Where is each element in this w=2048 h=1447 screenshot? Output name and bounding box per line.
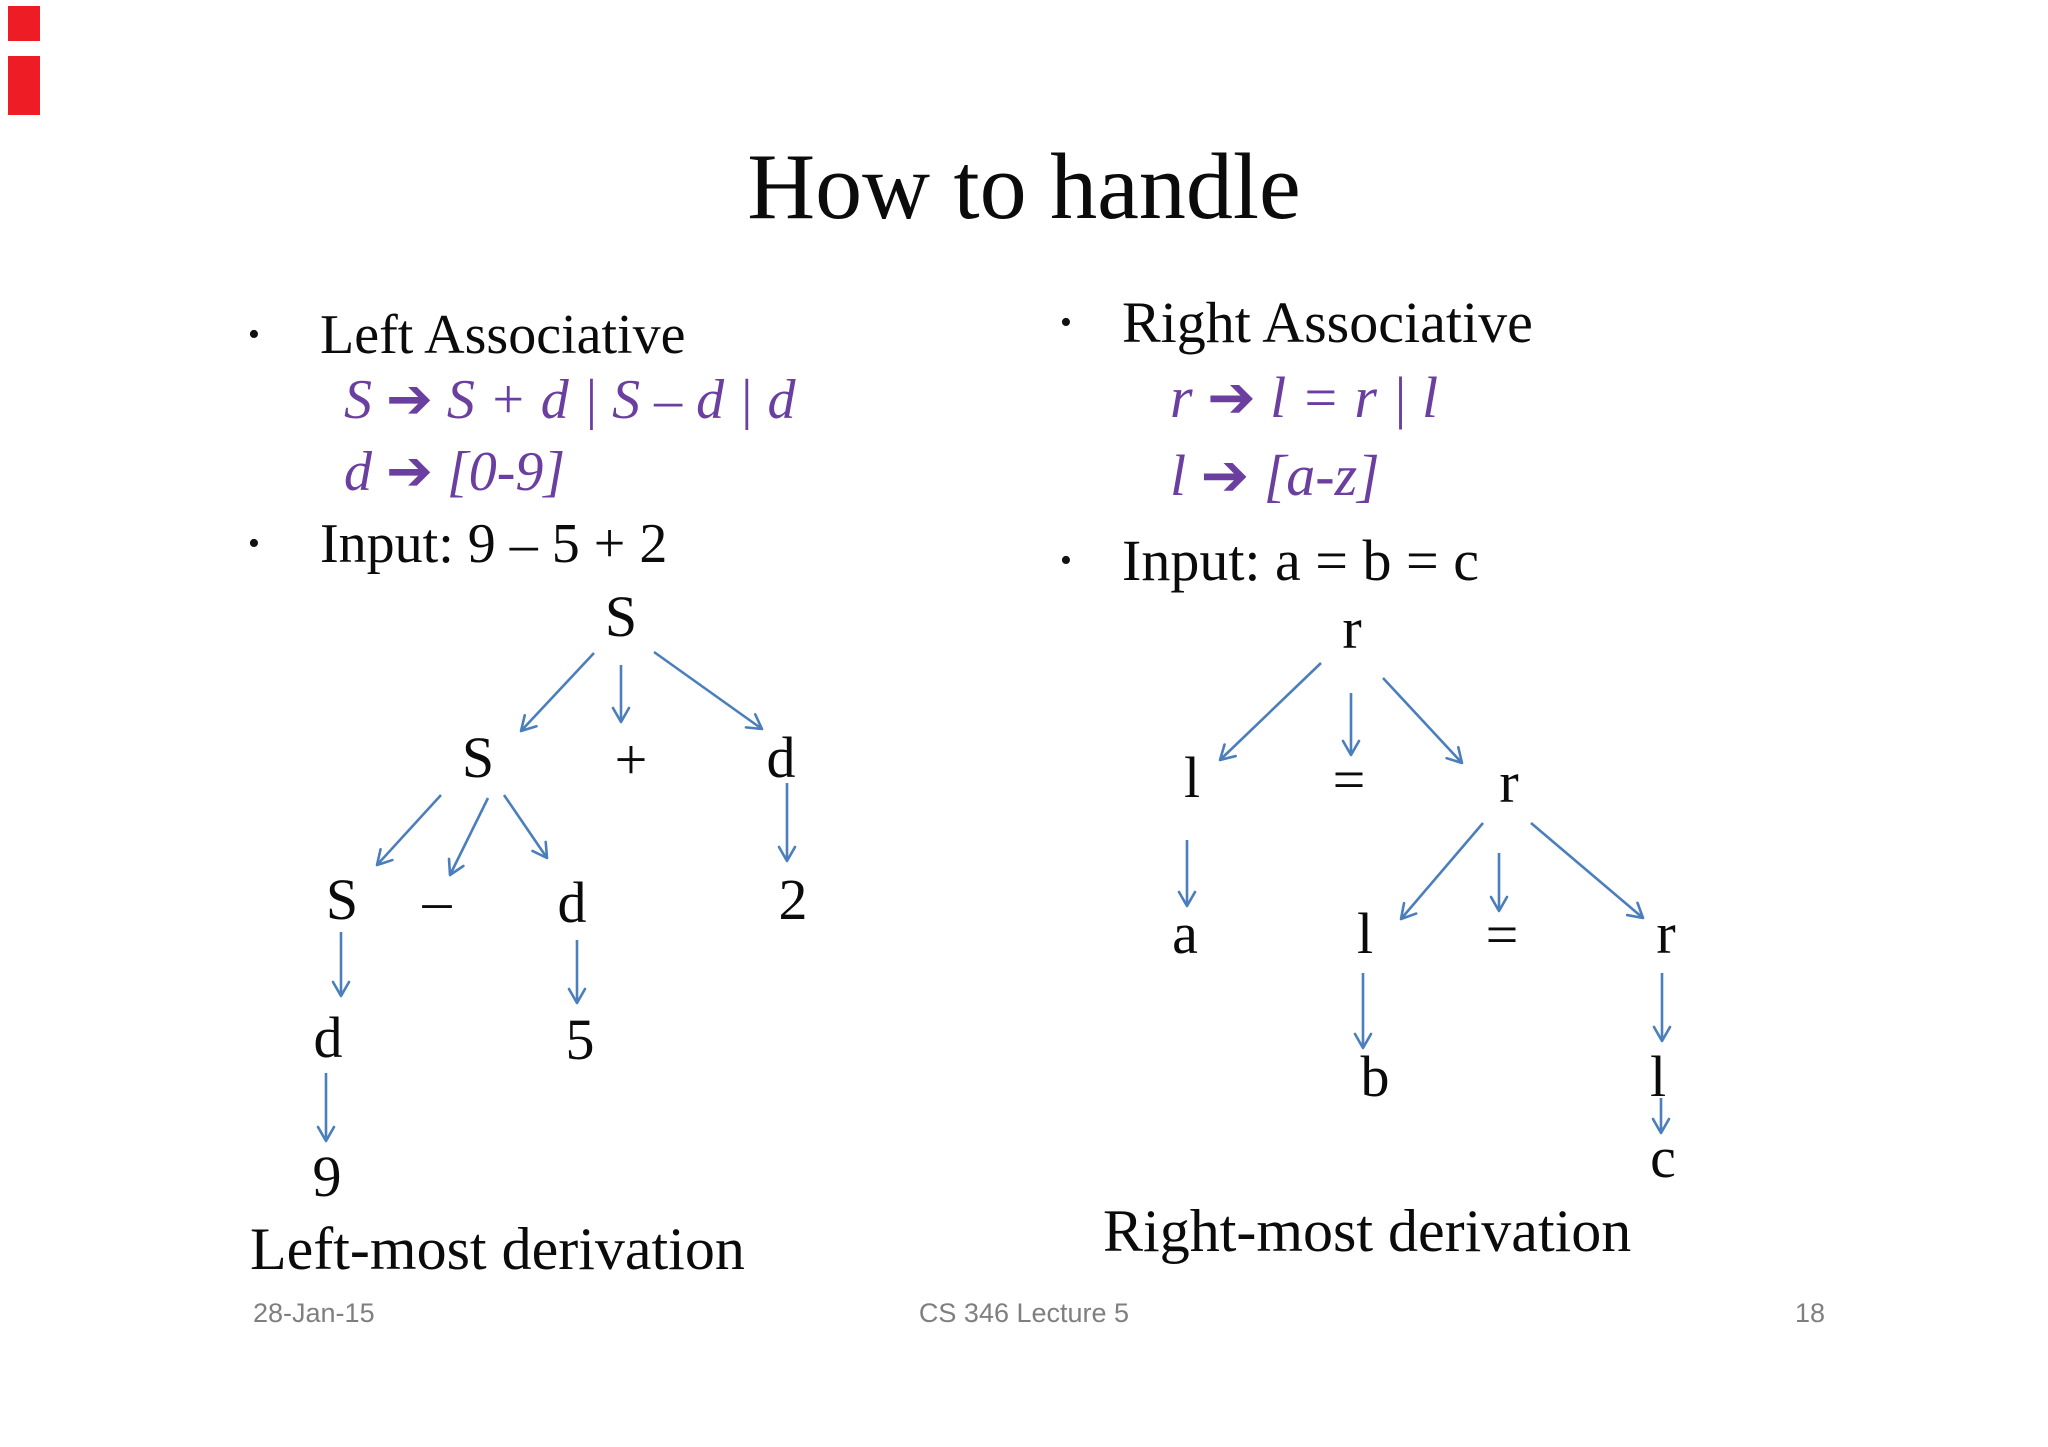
tree-node-d: d [313, 1005, 343, 1070]
tree-node-S: S [461, 725, 495, 790]
left-grammar-rule-1: S ➔ S + d | S – d | d [344, 369, 796, 431]
bullet-icon: • [248, 525, 260, 563]
footer-page-number: 18 [1795, 1298, 1826, 1328]
tree-node-2: 2 [778, 867, 808, 932]
tree-edge-arrow [653, 650, 764, 731]
red-decor-bar-bottom [8, 56, 40, 115]
tree-node-c: c [1650, 1125, 1676, 1190]
tree-node-r: r [1342, 596, 1362, 661]
tree-node-b: b [1360, 1044, 1390, 1109]
tree-edge-arrow [1530, 822, 1645, 920]
right-derivation-label: Right-most derivation [1103, 1198, 1632, 1264]
tree-node-5: 5 [565, 1007, 595, 1072]
tree-node-l: l [1649, 1044, 1667, 1109]
tree-node-=: = [1332, 747, 1366, 812]
left-heading-line: • Left Associative [248, 303, 685, 367]
tree-node-S: S [604, 584, 638, 649]
right-input: Input: a = b = c [1122, 528, 1479, 593]
tree-edge-arrow [1218, 662, 1322, 762]
page-title: How to handle [747, 135, 1301, 239]
tree-node-9: 9 [312, 1144, 342, 1209]
tree-node-–: – [422, 868, 452, 933]
tree-edge-arrow [1399, 822, 1484, 921]
tree-node-d: d [766, 725, 796, 790]
bullet-icon: • [248, 316, 260, 354]
tree-node-l: l [1183, 745, 1201, 810]
left-heading: Left Associative [320, 304, 686, 366]
tree-edge-arrow [447, 797, 490, 877]
bullet-icon: • [1060, 542, 1072, 580]
tree-node-a: a [1172, 901, 1198, 966]
red-decor-bar-top [8, 6, 40, 41]
right-heading-line: • Right Associative [1060, 290, 1533, 357]
tree-node-r: r [1656, 901, 1676, 966]
tree-node-l: l [1356, 901, 1374, 966]
left-derivation-label: Left-most derivation [250, 1216, 745, 1282]
tree-edge-arrow [1382, 677, 1464, 765]
right-input-line: • Input: a = b = c [1060, 528, 1479, 595]
tree-node-+: + [614, 727, 648, 792]
tree-node-d: d [557, 870, 587, 935]
footer-date: 28-Jan-15 [253, 1298, 375, 1328]
right-heading: Right Associative [1122, 290, 1533, 355]
tree-node-S: S [325, 867, 359, 932]
left-input: Input: 9 – 5 + 2 [320, 513, 668, 575]
left-input-line: • Input: 9 – 5 + 2 [248, 512, 667, 576]
tree-node-=: = [1485, 902, 1519, 967]
right-grammar-rule-2: l ➔ [a-z] [1170, 443, 1380, 508]
left-grammar-rule-2: d ➔ [0-9] [344, 441, 566, 503]
footer-course-label: CS 346 Lecture 5 [918, 1298, 1130, 1328]
tree-edge-arrow [375, 794, 442, 867]
tree-edge-arrow [519, 652, 595, 733]
bullet-icon: • [1060, 304, 1072, 342]
right-grammar-rule-1: r ➔ l = r | l [1170, 365, 1439, 430]
tree-node-r: r [1499, 750, 1519, 815]
tree-edge-arrow [502, 794, 549, 860]
